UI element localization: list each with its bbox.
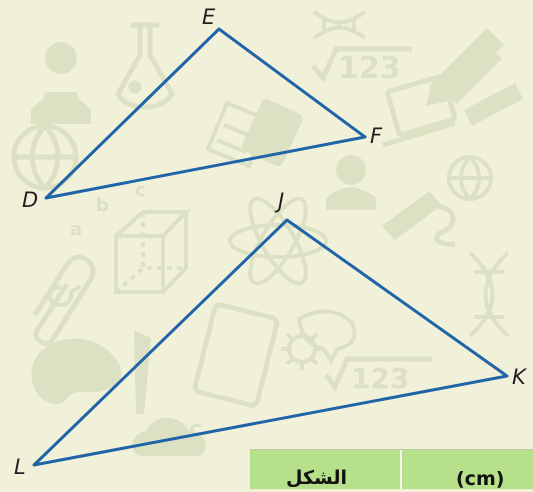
paperclip-icon (32, 254, 96, 347)
table-header-shape-label: الشكل (286, 467, 347, 489)
cube-icon (114, 210, 191, 294)
globe-icon (11, 123, 79, 192)
background-watermark: 123 (11, 10, 523, 456)
reader-icon (31, 42, 91, 124)
arabic-letter-icon (428, 203, 456, 247)
dna-icon (312, 10, 367, 40)
chemistry-icon (115, 22, 175, 110)
document-icon (205, 100, 271, 169)
table-header-unit: (cm) (402, 450, 533, 489)
telescope-icon (464, 83, 523, 164)
vertex-label-j: J (278, 189, 285, 213)
letter-b-watermark: b (96, 195, 109, 216)
sqrt-lower-icon (324, 356, 432, 392)
atom-icon (228, 196, 328, 286)
letter-c-watermark: c (135, 180, 146, 201)
vertex-label-k: K (512, 365, 526, 389)
globe-small-icon (447, 155, 493, 202)
triangle-def-outline (44, 27, 367, 200)
laptop-icon (382, 74, 458, 148)
person-icon (326, 155, 376, 210)
triangle-jkl (32, 218, 509, 467)
vertex-label-f: F (370, 124, 383, 148)
vertex-label-e: E (202, 5, 216, 29)
dna-strand-icon (468, 251, 510, 338)
tablet-icon (192, 302, 280, 408)
vertex-label-l: L (14, 455, 26, 479)
brush-icon (134, 330, 151, 414)
letter-watermark-lower: C (189, 421, 202, 442)
letter-a-watermark: a (70, 219, 82, 240)
chat-icon (296, 309, 357, 366)
cloud-icon (131, 417, 206, 456)
table-header-shape: الشكل (250, 450, 402, 489)
arabic-meem-icon (48, 284, 82, 308)
vertex-label-d: D (22, 188, 39, 212)
calculator-icon (241, 99, 303, 167)
triangle-jkl-outline (32, 218, 509, 467)
sqrt-watermark-text: 123 (338, 51, 401, 86)
triangle-def (44, 27, 367, 200)
palette-icon (31, 338, 122, 405)
partial-table-header: الشكل (cm) (250, 449, 533, 489)
wrench-icon (382, 191, 442, 240)
sqrt-icon (311, 46, 412, 83)
table-header-unit-label: (cm) (456, 468, 505, 489)
sqrt-watermark-text-lower: 123 (351, 362, 409, 395)
pencil-icon (426, 28, 504, 106)
